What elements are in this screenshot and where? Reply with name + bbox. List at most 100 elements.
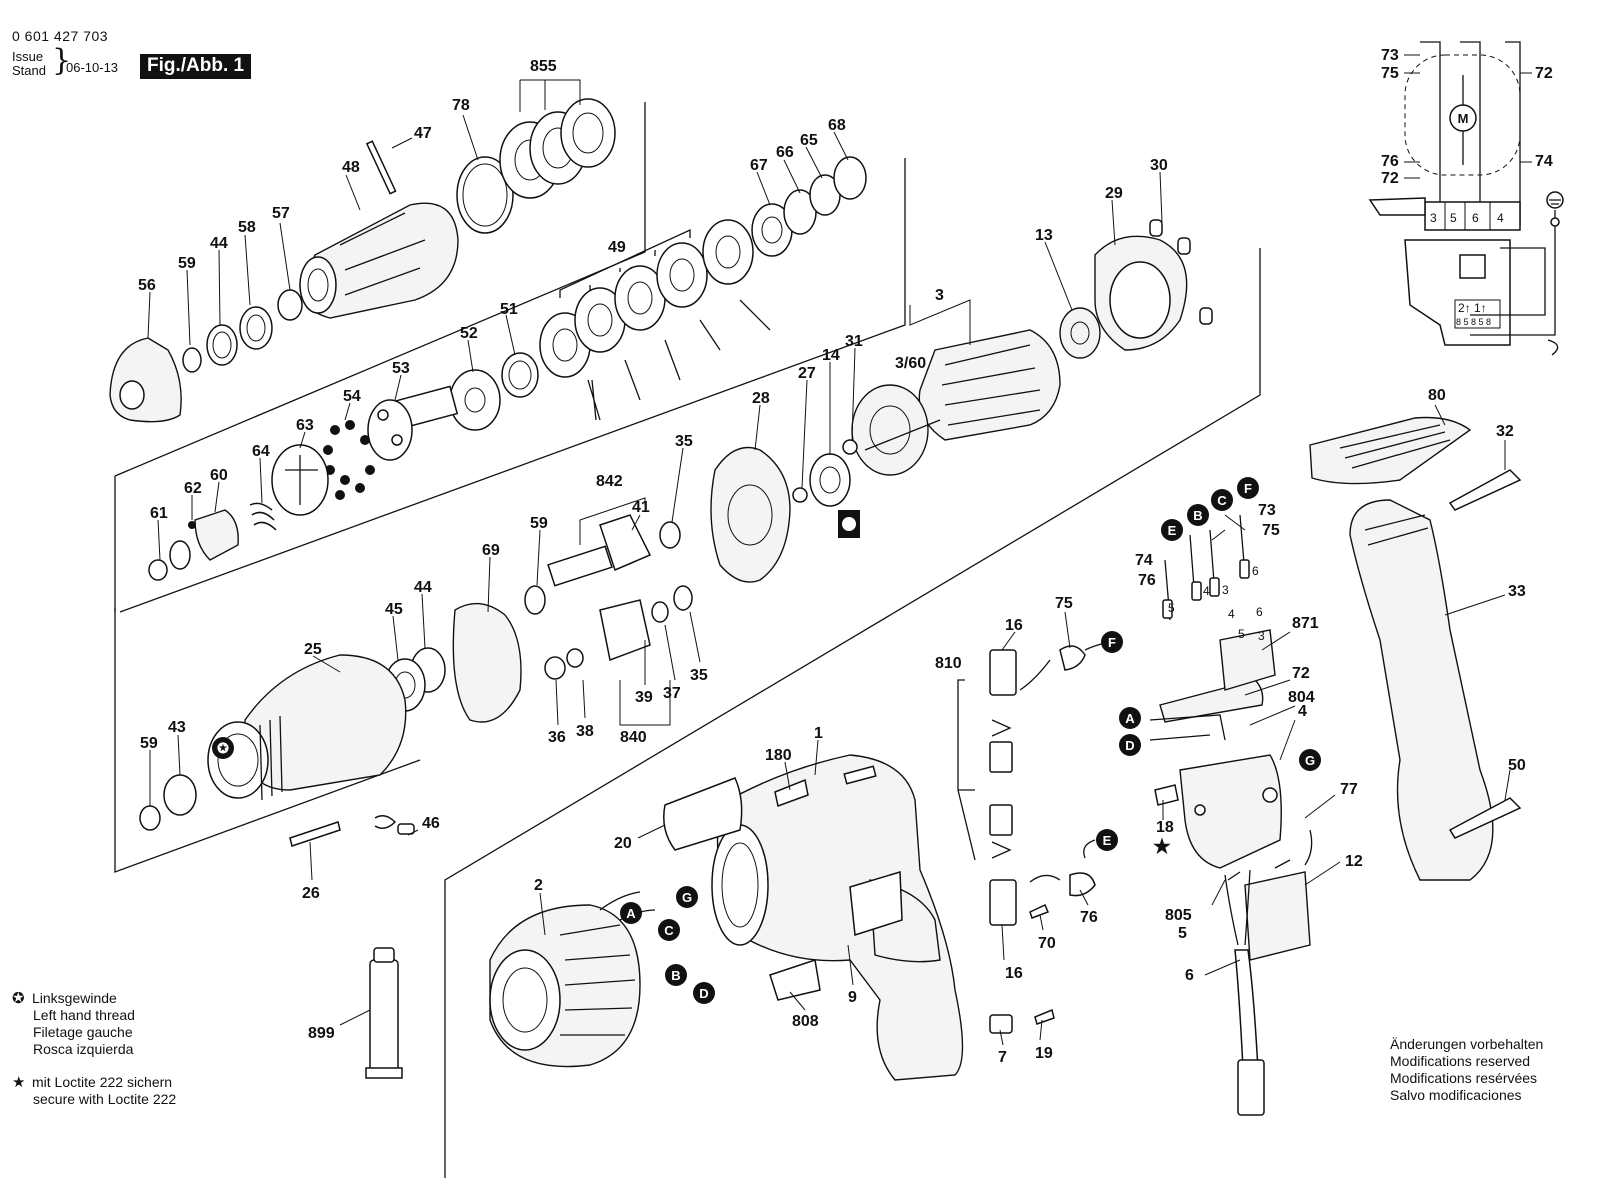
connector-e-badge: E	[1161, 519, 1183, 541]
notice-line: Salvo modificaciones	[1390, 1087, 1522, 1103]
connector-badges: A G C B D E B C F F E A D G	[620, 477, 1321, 1004]
part-label-29: 29	[1105, 185, 1123, 202]
part-label-810: 810	[935, 655, 962, 672]
grease-tube	[365, 947, 403, 1079]
part-label-62: 62	[184, 480, 202, 497]
part-label-46: 46	[422, 815, 440, 832]
svg-text:E: E	[1168, 523, 1177, 538]
part-label-28: 28	[752, 390, 770, 407]
svg-text:G: G	[1305, 753, 1315, 768]
part-label-3-60: 3/60	[895, 355, 926, 372]
legend-line: Filetage gauche	[33, 1024, 133, 1040]
terminal-wires	[1162, 514, 1250, 621]
part-label-39: 39	[635, 689, 653, 706]
part-label-35: 35	[690, 667, 708, 684]
terminal-label-5: 5	[1168, 601, 1175, 615]
part-label-57: 57	[272, 205, 290, 222]
document-number: 0 601 427 703	[12, 28, 109, 44]
part-label-27: 27	[798, 365, 816, 382]
part-label-52: 52	[460, 325, 478, 342]
ball-bearings	[323, 420, 375, 500]
star-legend-icon: ★	[12, 1074, 26, 1091]
part-label-25: 25	[304, 641, 322, 658]
left-hand-thread-icon: ✪	[212, 737, 234, 759]
notice-line: Änderungen vorbehalten	[1390, 1036, 1544, 1052]
part-label-48: 48	[342, 159, 360, 176]
part-label-16: 16	[1005, 617, 1023, 634]
part-label-2: 2	[534, 877, 543, 894]
part-label-14: 14	[822, 347, 840, 364]
part-label-41: 41	[632, 499, 650, 516]
connector-b-badge: B	[665, 964, 687, 986]
left-hand-thread-legend-icon: ✪	[12, 990, 25, 1007]
part-label-76: 76	[1080, 909, 1098, 926]
part-label-35: 35	[675, 433, 693, 450]
modification-notice: Änderungen vorbehalten Modifications res…	[1390, 1036, 1543, 1104]
part-label-45: 45	[385, 601, 403, 618]
svg-text:C: C	[1217, 493, 1227, 508]
part-label-63: 63	[296, 417, 314, 434]
svg-text:B: B	[671, 968, 680, 983]
connector-d-badge: D	[693, 982, 715, 1004]
part-label-1: 1	[814, 725, 823, 742]
part-labels: 855 78 47 48 57 58 44 59 56 68 65 66 67 …	[138, 47, 1553, 1066]
issue-date: 06-10-13	[66, 60, 119, 75]
part-label-805: 805	[1165, 907, 1192, 924]
svg-text:G: G	[682, 890, 692, 905]
part-label-74: 74	[1135, 552, 1153, 569]
part-label-59: 59	[178, 255, 196, 272]
part-label-53: 53	[392, 360, 410, 377]
part-label-65: 65	[800, 132, 818, 149]
connector-e-badge: E	[1096, 829, 1118, 851]
brush-holders	[957, 641, 1111, 1034]
part-label-13: 13	[1035, 227, 1053, 244]
part-label-44: 44	[210, 235, 228, 252]
part-label-58: 58	[238, 219, 256, 236]
part-label-7: 7	[998, 1049, 1007, 1066]
legend-line: Left hand thread	[33, 1007, 135, 1023]
part-label-68: 68	[828, 117, 846, 134]
switch-terminals-top: 2↑ 1↑	[1458, 301, 1487, 315]
connector-c-badge: C	[1211, 489, 1233, 511]
svg-text:F: F	[1244, 481, 1252, 496]
part-label-54: 54	[343, 388, 361, 405]
legend-line: secure with Loctite 222	[33, 1091, 177, 1107]
stand-label: Stand	[12, 63, 46, 78]
part-label-80: 80	[1428, 387, 1446, 404]
part-label-75: 75	[1055, 595, 1073, 612]
part-label-4: 4	[1298, 703, 1307, 720]
part-label-72: 72	[1535, 65, 1553, 82]
part-label-26: 26	[302, 885, 320, 902]
legend-loctite: ★mit Loctite 222 sichern	[12, 1074, 173, 1091]
connector-a-badge: A	[1119, 707, 1141, 729]
part-label-44: 44	[414, 579, 432, 596]
connector-f-badge: F	[1101, 631, 1123, 653]
part-label-50: 50	[1508, 757, 1526, 774]
svg-text:B: B	[1193, 508, 1202, 523]
part-label-49: 49	[608, 239, 626, 256]
part-label-43: 43	[168, 719, 186, 736]
notice-line: Modifications reserved	[1390, 1053, 1531, 1069]
connector-c-badge: C	[658, 919, 680, 941]
switch-terminals-bottom: 8 5 8 5 8	[1456, 317, 1491, 327]
part-label-78: 78	[452, 97, 470, 114]
part-label-74: 74	[1535, 153, 1553, 170]
brace-icon: }	[52, 43, 72, 78]
panel-frames	[114, 102, 1261, 1178]
part-label-855: 855	[530, 58, 557, 75]
part-label-840: 840	[620, 729, 647, 746]
part-label-5: 5	[1178, 925, 1187, 942]
part-label-61: 61	[150, 505, 168, 522]
switch-pin-3: 3	[1258, 629, 1265, 643]
wiring-schematic: M 3 5 6 4 2↑ 1↑ 8 5 8 5 8	[1368, 41, 1564, 356]
terminal-4: 4	[1497, 211, 1504, 225]
connector-b-badge: B	[1187, 504, 1209, 526]
gearbox-assembly	[384, 446, 791, 723]
legend-left-hand-thread: ✪Linksgewinde	[12, 990, 117, 1007]
figure-label: Fig./Abb. 1	[140, 54, 252, 79]
leader-lines	[147, 54, 1532, 1046]
svg-text:D: D	[699, 986, 708, 1001]
part-label-36: 36	[548, 729, 566, 746]
part-label-3: 3	[935, 287, 944, 304]
motor-housing	[663, 754, 964, 1081]
